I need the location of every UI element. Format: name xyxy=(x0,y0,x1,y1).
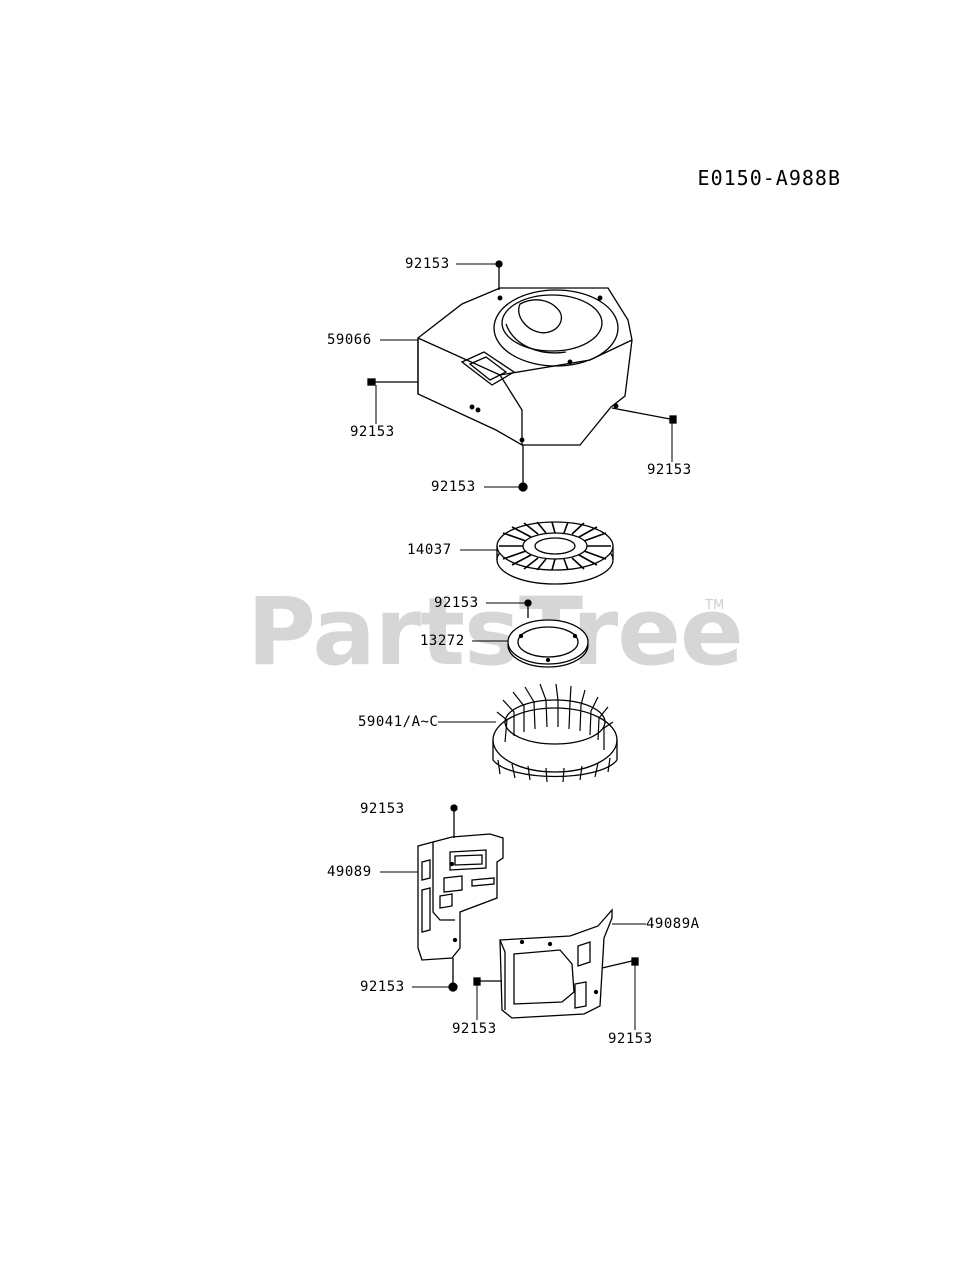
bolt-icon[interactable] xyxy=(495,260,503,290)
part-label-92153: 92153 xyxy=(608,1031,653,1047)
shield-49089[interactable] xyxy=(417,833,504,961)
bolt-icon[interactable] xyxy=(524,599,532,618)
part-label-92153: 92153 xyxy=(452,1021,497,1037)
bolt-icon[interactable] xyxy=(518,445,528,492)
rotating-screen-14037[interactable] xyxy=(496,521,614,585)
bolt-icon[interactable] xyxy=(448,958,458,992)
diagram-code: E0150-A988B xyxy=(697,166,841,190)
cooling-fan-59041[interactable] xyxy=(492,683,618,783)
part-label-59041: 59041/A~C xyxy=(358,714,439,730)
watermark-trademark: TM xyxy=(705,598,725,613)
part-label-92153: 92153 xyxy=(405,256,450,272)
bolt-icon[interactable] xyxy=(473,977,502,986)
part-label-14037: 14037 xyxy=(407,542,452,558)
bolt-icon[interactable] xyxy=(601,957,639,969)
part-label-49089A: 49089A xyxy=(646,916,700,932)
leader-lines xyxy=(375,263,673,1030)
part-label-59066: 59066 xyxy=(327,332,372,348)
bolt-icon[interactable] xyxy=(367,378,418,386)
part-label-92153: 92153 xyxy=(360,801,405,817)
bolt-icon[interactable] xyxy=(450,804,458,838)
part-label-92153: 92153 xyxy=(431,479,476,495)
part-label-92153: 92153 xyxy=(434,595,479,611)
plate-13272[interactable] xyxy=(507,619,589,668)
part-label-49089: 49089 xyxy=(327,864,372,880)
shield-49089A[interactable] xyxy=(499,908,613,1019)
part-label-92153: 92153 xyxy=(647,462,692,478)
bolt-icon[interactable] xyxy=(611,407,677,424)
part-label-92153: 92153 xyxy=(360,979,405,995)
watermark: PartsTree xyxy=(247,578,744,687)
part-label-92153: 92153 xyxy=(350,424,395,440)
part-label-13272: 13272 xyxy=(420,633,465,649)
blower-housing-59066[interactable] xyxy=(417,287,633,446)
